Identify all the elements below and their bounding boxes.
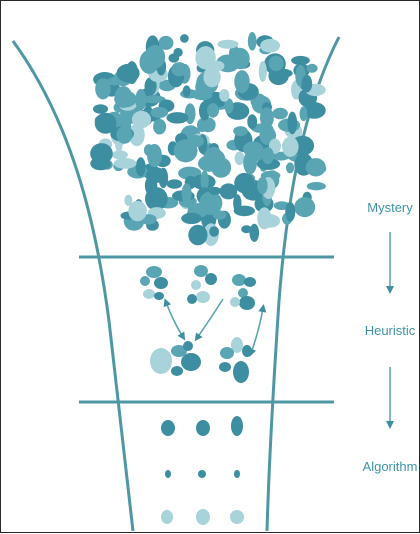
- mystery-blob: [307, 64, 318, 73]
- mystery-blob: [145, 187, 168, 210]
- mystery-blob: [197, 118, 207, 132]
- stage-label-algorithm: Algorithm: [363, 459, 418, 474]
- mystery-blob: [282, 137, 299, 157]
- mystery-blob: [114, 158, 137, 169]
- mystery-blob: [127, 66, 136, 81]
- mystery-blob: [231, 48, 250, 69]
- mystery-blob: [269, 56, 284, 71]
- mystery-blob: [167, 179, 183, 188]
- mystery-blob: [307, 182, 326, 190]
- stage-label-mystery: Mystery: [367, 200, 413, 215]
- algorithm-row-3: [161, 509, 244, 525]
- mystery-blob: [262, 147, 274, 164]
- algorithm-row-1: [161, 416, 243, 436]
- mystery-blob: [199, 191, 222, 215]
- mystery-blob: [135, 89, 146, 111]
- mystery-blob: [257, 177, 267, 194]
- heuristic-cluster-top-right: [230, 274, 256, 310]
- mystery-blob: [291, 56, 310, 65]
- mystery-blob: [302, 75, 313, 93]
- mystery-blob: [146, 167, 166, 183]
- mystery-blob: [220, 183, 238, 199]
- mystery-blob: [209, 61, 225, 71]
- mystery-blob: [207, 103, 219, 118]
- heuristic-cluster-top-mid: [187, 265, 217, 304]
- mystery-blob: [260, 107, 274, 128]
- mystery-blob: [180, 34, 189, 43]
- algorithm-row-2: [165, 470, 240, 478]
- mystery-blob: [183, 85, 191, 97]
- mystery-blob: [95, 113, 117, 134]
- mystery-blob: [260, 39, 280, 53]
- mystery-blob: [285, 202, 295, 222]
- mystery-blob: [181, 213, 202, 224]
- mystery-blob: [192, 91, 212, 101]
- mystery-blob-cluster: [90, 32, 326, 246]
- heuristic-cluster-bottom-left: [150, 341, 201, 376]
- mystery-blob: [209, 150, 225, 169]
- mystery-blob: [243, 151, 257, 174]
- mystery-blob: [273, 108, 288, 120]
- heuristic-cluster-bottom-right: [219, 337, 252, 383]
- mystery-blob: [306, 158, 326, 176]
- mystery-blob: [259, 214, 280, 228]
- mystery-blob: [151, 107, 169, 118]
- mystery-blob: [182, 183, 192, 203]
- mystery-blob: [166, 112, 188, 123]
- mystery-blob: [136, 157, 146, 176]
- mystery-blob: [234, 70, 249, 93]
- mystery-blob: [219, 89, 229, 102]
- mystery-blob: [235, 152, 245, 166]
- mystery-blob: [288, 112, 298, 135]
- mystery-blob: [93, 104, 108, 113]
- mystery-blob: [188, 225, 207, 246]
- stage-label-heuristic: Heuristic: [365, 323, 416, 338]
- mystery-blob: [90, 157, 111, 171]
- mystery-blob: [250, 224, 260, 242]
- mystery-blob: [145, 45, 165, 69]
- mystery-blob: [132, 111, 151, 128]
- mystery-blob: [217, 40, 238, 49]
- mystery-blob: [128, 201, 147, 222]
- mystery-blob: [153, 119, 166, 135]
- heuristic-cluster-top-left: [140, 266, 168, 300]
- heuristic-arrow-left: [166, 302, 183, 337]
- mystery-blob: [116, 126, 132, 144]
- mystery-blob: [286, 162, 294, 173]
- mystery-blob: [300, 106, 308, 121]
- mystery-blob: [209, 187, 221, 195]
- mystery-blob: [240, 175, 252, 183]
- mystery-blob: [171, 62, 187, 76]
- mystery-blob: [248, 32, 257, 51]
- heuristic-arrow-right: [251, 308, 263, 353]
- mystery-blob: [209, 226, 219, 237]
- mystery-blob: [168, 53, 179, 62]
- mystery-blob: [247, 114, 257, 129]
- mystery-blob: [294, 197, 315, 217]
- mystery-blob: [188, 135, 204, 147]
- mystery-blob: [233, 126, 248, 136]
- mystery-blob: [259, 61, 267, 82]
- heuristic-arrow-middle: [197, 299, 223, 338]
- mystery-blob: [147, 144, 162, 167]
- mystery-blob: [115, 86, 133, 108]
